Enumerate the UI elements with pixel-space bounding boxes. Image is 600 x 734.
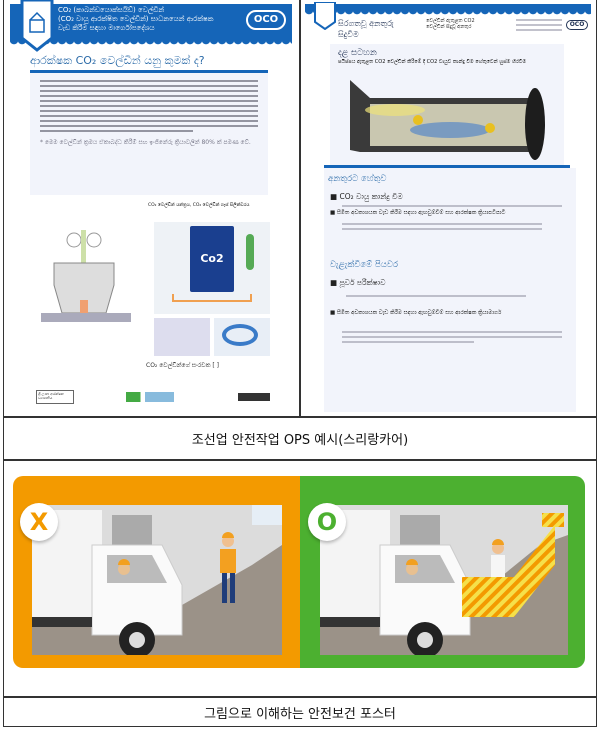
- header-line: CO₂ (කාබන්ඩයොක්සයිඩ්) වෙල්ඩින්: [58, 6, 165, 14]
- section-divider: [324, 165, 570, 168]
- welding-torch-diagram: [41, 230, 131, 322]
- agency-logo: [238, 393, 270, 401]
- section-title: ආරක්ෂක CO₂ වෙල්ඩින් යනු කුමක් ද?: [30, 54, 205, 67]
- details-box: අනතුරට හේතුව ■ CO₂ වායු කාන්දු වීම ■ සීම…: [324, 168, 576, 412]
- welding-machine-image: Co2: [154, 222, 270, 314]
- cause-heading: අනතුරට හේතුව: [328, 174, 387, 184]
- hose-image: [214, 318, 270, 356]
- overview-heading: දළ සටහන: [338, 48, 377, 58]
- cause-item-label: CO₂ වායු කාන්දු වීම: [339, 192, 403, 201]
- truck-wrong-scene: [32, 505, 282, 655]
- poster-caption: 그림으로 이해하는 안전보건 포스터: [204, 707, 396, 722]
- ops-example-caption: 조선업 안전작업 OPS 예시(스리랑카어): [191, 433, 409, 448]
- note-text: * මෙම වෙල්ඩින් ක්‍රමය ඒකාබද්ධ කිරීම් සහ …: [40, 139, 251, 146]
- wire-feeder-image: [154, 318, 210, 356]
- wrong-x-icon: X: [20, 503, 58, 541]
- oco-logo: OCO: [566, 20, 588, 30]
- left-document-page: CO₂ (කාබන්ඩයොක්සයිඩ්) වෙල්ඩින් (CO₂ වායු…: [6, 0, 296, 414]
- header-line: වැඩ කිරීම සඳහා මාර්ගෝපදේශය: [58, 24, 155, 32]
- figure-caption: CO₂ වෙල්ඩින්ගේ සංරචක [ ]: [146, 362, 219, 369]
- title-underline: [30, 70, 268, 73]
- footer-box: ශ්‍රී ලංකා ආරක්ෂක ව්‍යාපෘතිය: [36, 390, 74, 404]
- shield-logo-icon: [20, 0, 54, 52]
- truck-right-scene: [320, 505, 568, 655]
- correct-o-icon: O: [308, 503, 346, 541]
- page-title: සිරගතවූ අනතුරු සිදුවීම: [338, 19, 394, 39]
- prevention-item-label: සීමිත අවකාශයක වැඩ කිරීම සඳහා ඇඟවුම්වීම් …: [336, 310, 502, 316]
- text-box: * මෙම වෙල්ඩින් ක්‍රමය ඒකාබද්ධ කිරීම් සහ …: [30, 73, 268, 195]
- row-divider: [3, 416, 597, 418]
- cause-item-label: සීමිත අවකාශයක වැඩ කිරීම සඳහා ඇඟවුම්වීම් …: [336, 210, 506, 216]
- machine-label: Co2: [200, 252, 224, 265]
- prevention-item: ■ සීමිත අවකාශයක වැඩ කිරීම සඳහා ඇඟවුම්වීම…: [330, 310, 502, 316]
- prevention-heading: වැළැක්වීමේ පියවර: [330, 260, 399, 270]
- row-divider: [3, 696, 597, 698]
- oco-logo: OCO: [246, 10, 286, 30]
- cause-item: ■ CO₂ වායු කාන්දු වීම: [330, 192, 403, 201]
- header-wave: [10, 40, 292, 46]
- overview-text: පයිප්පය ඇතුළත CO2 වෙල්ඩින් කිරීමේ දී CO2…: [338, 59, 527, 65]
- partner-logos: [126, 392, 174, 402]
- right-document-page: සිරගතවූ අනතුරු සිදුවීම වෙල්ඩින් ඇතුළත CO…: [302, 0, 594, 414]
- header-line: (CO₂ වායු ආරක්ෂිත වෙල්ඩින්) සාධනයෙන් ආරක…: [58, 15, 214, 23]
- column-divider: [299, 0, 301, 417]
- pipe-accident-illustration: [350, 80, 545, 160]
- prevention-item: ■ පූර්ව පරීක්ෂාව: [330, 278, 386, 287]
- table-frame: [3, 0, 597, 727]
- header-band: [10, 4, 292, 40]
- prevention-item-label: පූර්ව පරීක්ෂාව: [339, 278, 386, 287]
- overview-box: දළ සටහන පයිප්පය ඇතුළත CO2 වෙල්ඩින් කිරීම…: [330, 44, 564, 166]
- header-band: [305, 4, 591, 10]
- header-wave: [305, 10, 591, 16]
- shield-logo-icon: [314, 2, 336, 30]
- cause-item: ■ සීමිත අවකාශයක වැඩ කිරීම සඳහා ඇඟවුම්වීම…: [330, 210, 506, 216]
- page-subtitle: වෙල්ඩින් ඇතුළත CO2 වෙල්ඩින් සිදුවූ අනතුර: [426, 18, 475, 30]
- figure-heading: CO₂ වෙල්ඩින් යන්ත්‍රය, CO₂ වෙල්ඩින් ගෑස්…: [148, 203, 250, 208]
- row-divider: [3, 459, 597, 461]
